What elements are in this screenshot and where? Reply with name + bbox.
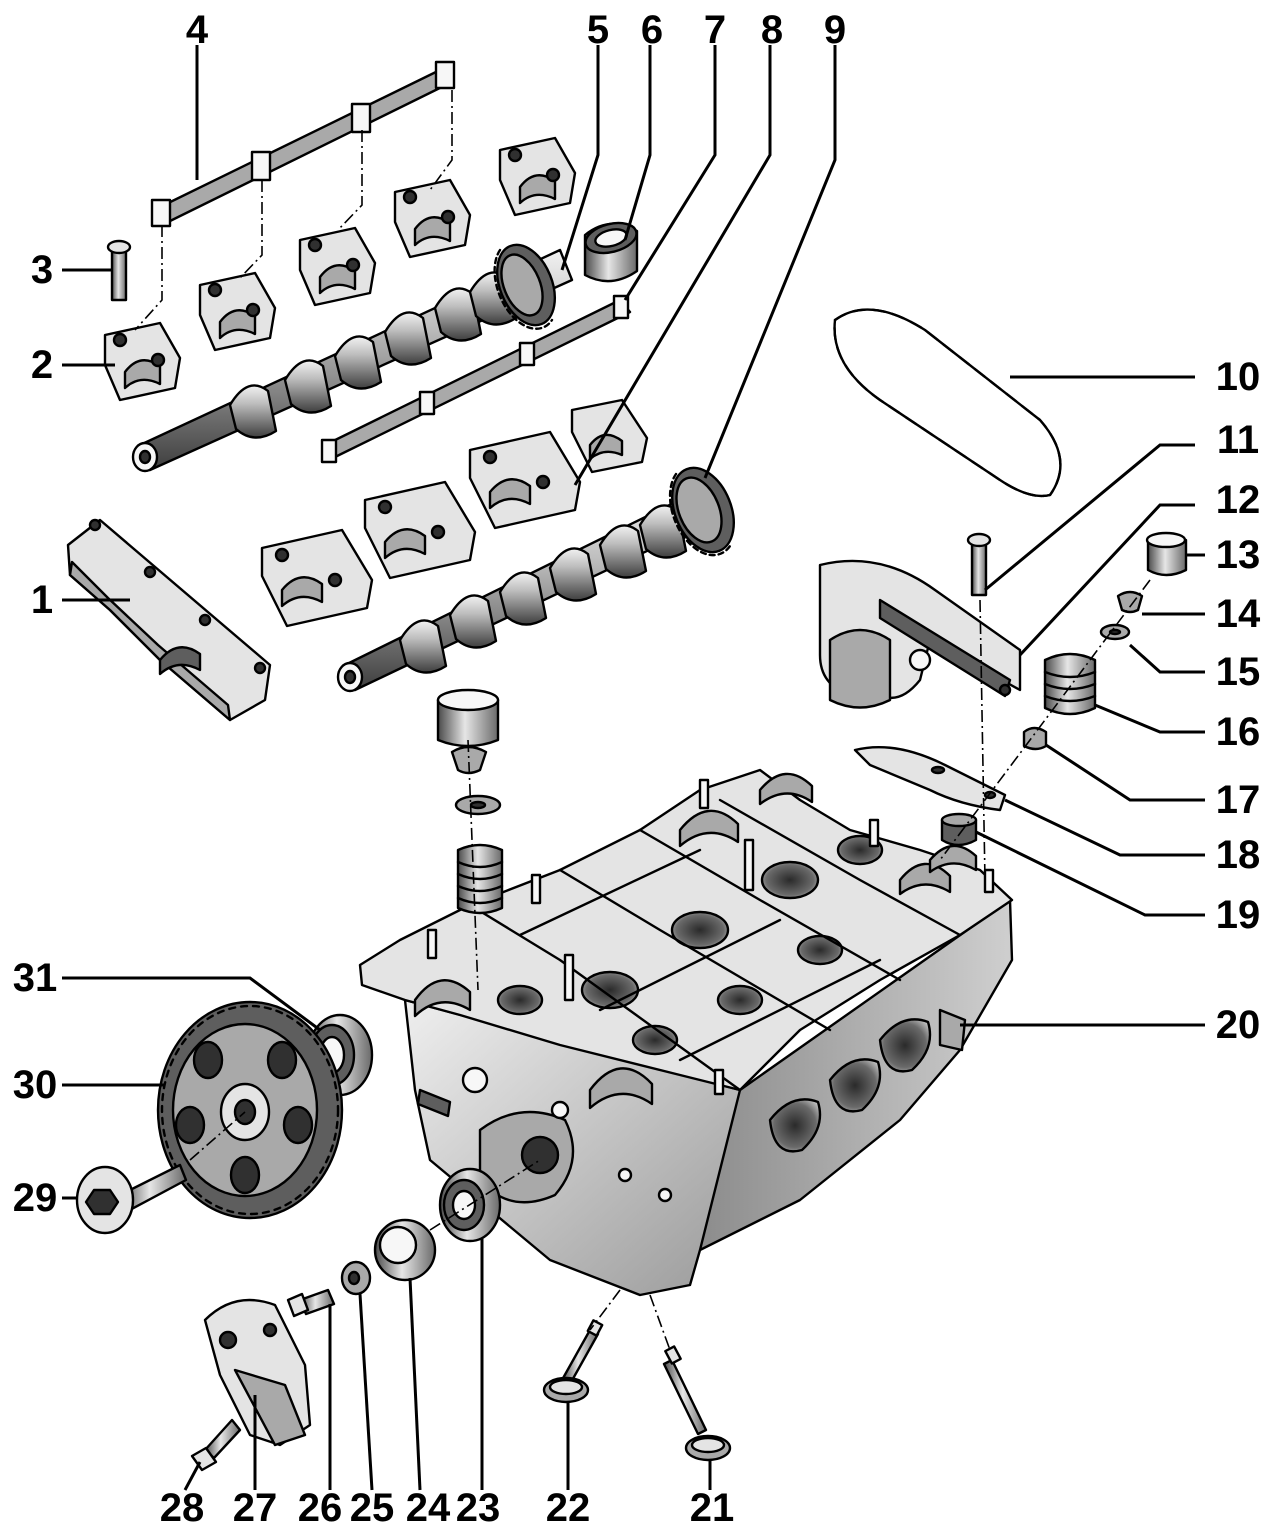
callout-16: 16 — [1216, 710, 1261, 754]
callout-1: 1 — [31, 578, 53, 622]
callout-7: 7 — [704, 8, 726, 52]
leader-16 — [1094, 703, 1205, 734]
callout-4: 4 — [186, 8, 209, 52]
leader-28 — [183, 1461, 202, 1491]
callout-9: 9 — [824, 8, 846, 52]
bolt — [190, 1418, 242, 1472]
cam-bearing-saddles — [413, 772, 978, 1110]
camshaft-bearing-caps — [103, 136, 649, 628]
callout-numbers: 1 2 3 4 5 6 7 8 9 10 11 12 13 14 15 16 1… — [13, 8, 1261, 1530]
callout-29: 29 — [13, 1176, 58, 1220]
callout-30: 30 — [13, 1063, 58, 1107]
callout-15: 15 — [1216, 650, 1261, 694]
callout-18: 18 — [1216, 833, 1261, 877]
callout-31: 31 — [13, 956, 58, 1000]
leader-11 — [984, 443, 1195, 592]
bearing-cap — [298, 226, 377, 307]
leader-25 — [358, 1293, 374, 1491]
head-studs — [426, 778, 995, 1096]
bolt — [966, 532, 992, 597]
callout-23: 23 — [456, 1486, 501, 1530]
washer — [340, 1260, 372, 1296]
bearing-cap — [498, 136, 577, 217]
callout-leader-lines — [62, 45, 1205, 1491]
callout-10: 10 — [1216, 355, 1261, 399]
camshaft-sprocket-upper — [493, 243, 556, 330]
leader-17 — [1045, 743, 1205, 802]
leader-9 — [703, 45, 837, 479]
callout-6: 6 — [641, 8, 663, 52]
front-bosses — [416, 1066, 673, 1204]
bearing-cap — [570, 398, 649, 474]
leader-18 — [1004, 798, 1205, 857]
rubber-seal — [940, 812, 978, 847]
leader-15 — [1128, 643, 1205, 674]
sealing-plug — [373, 1218, 437, 1282]
callout-3: 3 — [31, 248, 53, 292]
pulley-bolt — [75, 1163, 188, 1235]
exhaust-ports — [768, 1008, 967, 1153]
callout-17: 17 — [1216, 778, 1261, 822]
callout-24: 24 — [406, 1486, 451, 1530]
callout-5: 5 — [587, 8, 609, 52]
callout-28: 28 — [160, 1486, 205, 1530]
callout-11: 11 — [1217, 418, 1259, 462]
leader-12 — [1018, 503, 1195, 657]
valve-stack-right — [1022, 531, 1188, 751]
bearing-cap — [393, 178, 472, 259]
cam-lobes-upper — [228, 271, 518, 439]
callout-25: 25 — [350, 1486, 395, 1530]
intake-valve — [542, 1319, 604, 1404]
callout-21: 21 — [690, 1486, 735, 1530]
camshaft-sprocket-lower — [668, 466, 735, 557]
callout-19: 19 — [1216, 893, 1261, 937]
oil-feed-rail-lower — [320, 294, 632, 464]
intake-camshaft — [131, 243, 574, 473]
double-bearing-cap — [363, 480, 477, 580]
callout-12: 12 — [1216, 478, 1261, 522]
camshaft-toothed-pulley — [156, 1000, 344, 1220]
bolt — [106, 239, 132, 302]
hall-sender-housing — [203, 1298, 312, 1447]
bolt — [286, 1288, 336, 1318]
valve-stack-left — [436, 688, 504, 915]
cylinder-head — [358, 768, 1014, 1297]
bearing-bridge — [66, 518, 272, 722]
leader-31 — [62, 976, 321, 1032]
callout-2: 2 — [31, 343, 53, 387]
assembly-centerlines — [134, 90, 1151, 1351]
callout-20: 20 — [1216, 1003, 1261, 1047]
exhaust-valve — [662, 1345, 732, 1462]
double-bearing-cap — [468, 430, 582, 530]
camshaft-oil-seal — [583, 221, 639, 283]
callout-13: 13 — [1216, 533, 1261, 577]
timing-chain — [833, 308, 1062, 498]
callout-26: 26 — [298, 1486, 343, 1530]
valve-bores — [496, 834, 884, 1056]
callout-22: 22 — [546, 1486, 591, 1530]
callout-27: 27 — [233, 1486, 278, 1530]
double-bearing-cap — [260, 528, 374, 628]
deck-ribs — [468, 798, 962, 1092]
bearing-cap — [198, 271, 277, 352]
leader-7 — [623, 45, 717, 301]
leader-24 — [408, 1277, 422, 1491]
oil-feed-rail-upper — [150, 60, 456, 228]
bearing-cap — [103, 321, 182, 402]
exhaust-camshaft — [336, 466, 735, 693]
leader-5 — [560, 45, 600, 271]
chain-tensioner — [818, 559, 1022, 709]
leader-8 — [573, 45, 772, 486]
leader-19 — [975, 830, 1205, 917]
callout-14: 14 — [1216, 592, 1261, 636]
leader-6 — [623, 45, 652, 241]
callout-8: 8 — [761, 8, 783, 52]
